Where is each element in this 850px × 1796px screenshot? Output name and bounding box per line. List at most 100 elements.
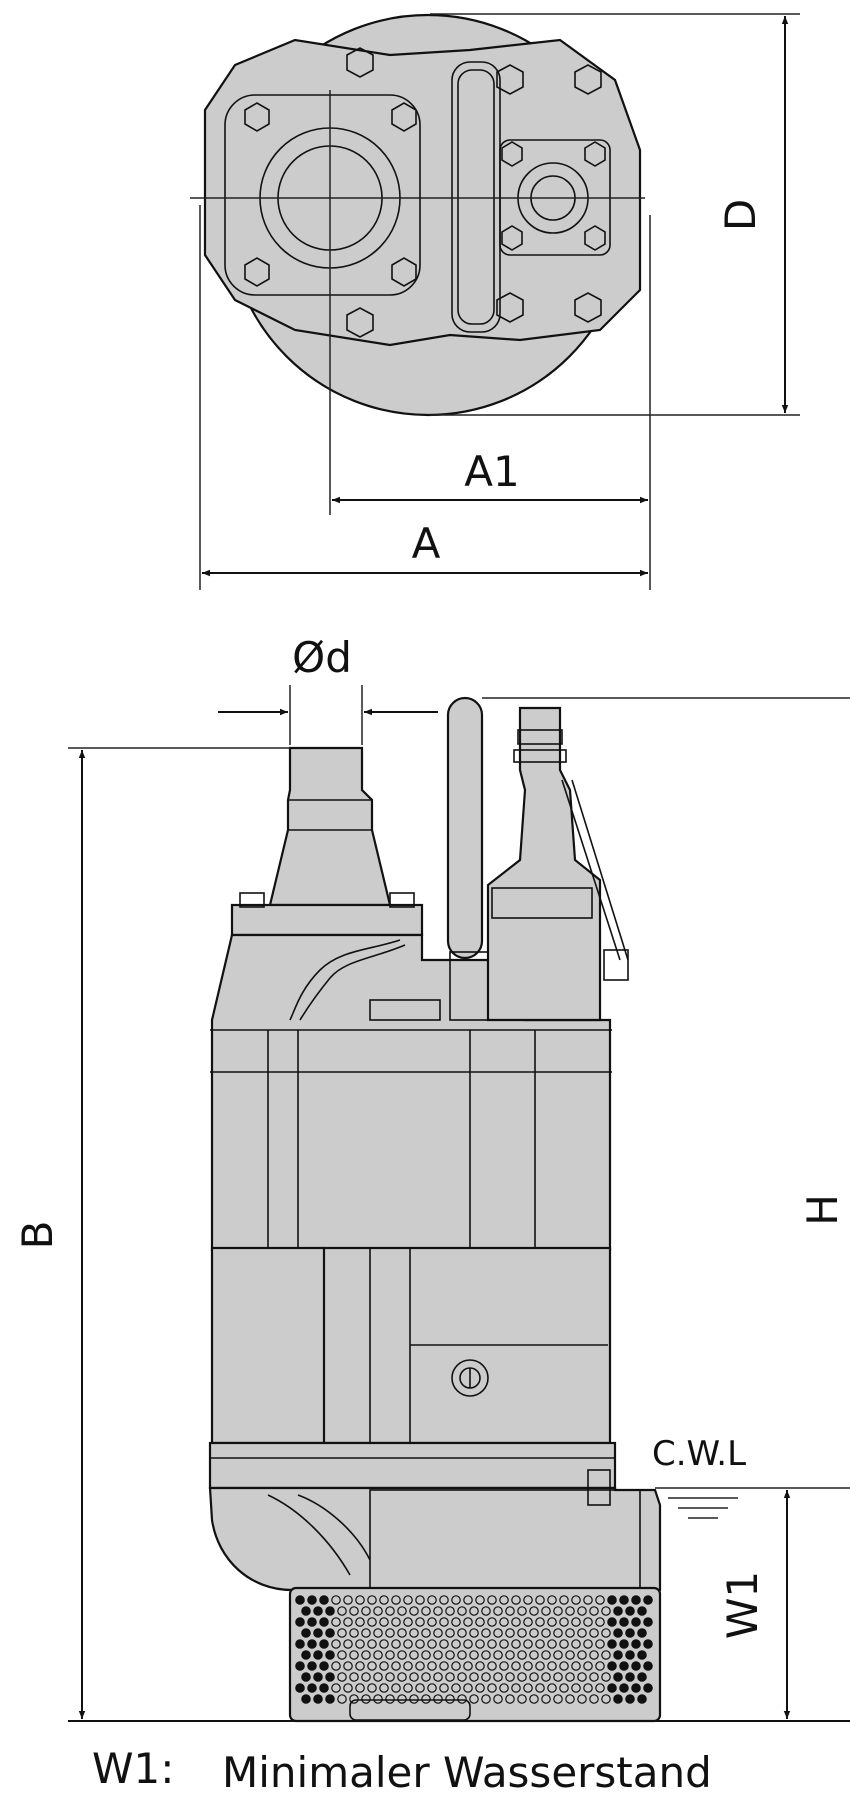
strainer-hole xyxy=(427,1639,437,1649)
strainer-hole xyxy=(571,1683,581,1693)
strainer-hole xyxy=(577,1606,587,1616)
strainer-hole xyxy=(319,1595,329,1605)
strainer-hole xyxy=(451,1683,461,1693)
strainer-hole xyxy=(313,1628,323,1638)
strainer-hole xyxy=(499,1683,509,1693)
strainer-hole xyxy=(523,1639,533,1649)
strainer-hole xyxy=(385,1672,395,1682)
strainer-hole xyxy=(463,1595,473,1605)
strainer-hole xyxy=(481,1672,491,1682)
strainer-hole xyxy=(619,1617,629,1627)
strainer-hole xyxy=(445,1694,455,1704)
strainer-hole xyxy=(445,1628,455,1638)
strainer-hole xyxy=(469,1672,479,1682)
strainer-hole xyxy=(403,1595,413,1605)
strainer-hole xyxy=(583,1639,593,1649)
strainer-hole xyxy=(523,1683,533,1693)
strainer-hole xyxy=(475,1661,485,1671)
strainer-hole xyxy=(637,1628,647,1638)
strainer-hole xyxy=(553,1650,563,1660)
strainer-hole xyxy=(427,1683,437,1693)
strainer-hole xyxy=(493,1672,503,1682)
strainer-hole xyxy=(505,1628,515,1638)
motor-plug-outer xyxy=(451,1359,489,1397)
strainer-hole xyxy=(535,1617,545,1627)
strainer-hole xyxy=(511,1617,521,1627)
strainer-hole xyxy=(307,1661,317,1671)
strainer-hole xyxy=(637,1672,647,1682)
strainer-hole xyxy=(613,1694,623,1704)
strainer-hole xyxy=(433,1606,443,1616)
strainer-hole xyxy=(457,1694,467,1704)
strainer-hole xyxy=(535,1595,545,1605)
strainer-hole xyxy=(361,1606,371,1616)
strainer-hole xyxy=(451,1661,461,1671)
strainer-hole xyxy=(331,1595,341,1605)
strainer-hole xyxy=(415,1683,425,1693)
strainer-hole xyxy=(607,1661,617,1671)
strainer-hole xyxy=(379,1683,389,1693)
strainer-hole xyxy=(571,1661,581,1671)
strainer-hole xyxy=(421,1672,431,1682)
strainer-hole xyxy=(499,1661,509,1671)
strainer-hole xyxy=(385,1628,395,1638)
strainer-hole xyxy=(577,1694,587,1704)
discharge-nozzle xyxy=(268,746,392,907)
strainer-hole xyxy=(505,1606,515,1616)
strainer-hole xyxy=(349,1672,359,1682)
strainer-hole xyxy=(445,1606,455,1616)
strainer-hole xyxy=(487,1617,497,1627)
strainer-hole xyxy=(481,1606,491,1616)
strainer-hole xyxy=(493,1606,503,1616)
strainer-hole xyxy=(523,1661,533,1671)
strainer-hole xyxy=(463,1661,473,1671)
strainer-hole xyxy=(625,1672,635,1682)
strainer-hole xyxy=(553,1694,563,1704)
strainer-hole xyxy=(307,1683,317,1693)
strainer-hole xyxy=(631,1683,641,1693)
strainer-hole xyxy=(529,1694,539,1704)
strainer-hole xyxy=(601,1628,611,1638)
strainer-hole xyxy=(487,1595,497,1605)
pump-housing-band xyxy=(208,1441,617,1490)
strainer-hole xyxy=(373,1694,383,1704)
strainer-hole xyxy=(625,1606,635,1616)
strainer-hole xyxy=(565,1628,575,1638)
strainer-hole xyxy=(577,1672,587,1682)
strainer-hole xyxy=(307,1595,317,1605)
strainer-hole xyxy=(625,1694,635,1704)
strainer-hole xyxy=(565,1606,575,1616)
side-view: Ød xyxy=(13,633,850,1723)
motor-casing-left xyxy=(210,1246,326,1445)
strainer-hole xyxy=(313,1694,323,1704)
strainer-hole xyxy=(469,1628,479,1638)
strainer-hole xyxy=(409,1672,419,1682)
strainer-hole xyxy=(631,1661,641,1671)
strainer-hole xyxy=(433,1694,443,1704)
strainer-hole xyxy=(553,1606,563,1616)
strainer-hole xyxy=(367,1617,377,1627)
strainer-hole xyxy=(397,1650,407,1660)
strainer-hole xyxy=(313,1606,323,1616)
strainer-hole xyxy=(541,1650,551,1660)
strainer-hole xyxy=(361,1628,371,1638)
strainer-hole xyxy=(373,1606,383,1616)
strainer-hole xyxy=(421,1650,431,1660)
strainer-hole xyxy=(571,1617,581,1627)
strainer-hole xyxy=(601,1606,611,1616)
strainer-hole xyxy=(445,1650,455,1660)
strainer-hole xyxy=(361,1694,371,1704)
strainer-hole xyxy=(463,1683,473,1693)
strainer-hole xyxy=(331,1639,341,1649)
strainer-hole xyxy=(307,1617,317,1627)
strainer-hole xyxy=(505,1672,515,1682)
strainer-hole xyxy=(319,1617,329,1627)
strainer-hole xyxy=(481,1628,491,1638)
strainer-hole xyxy=(625,1628,635,1638)
strainer-hole xyxy=(529,1650,539,1660)
strainer-hole xyxy=(619,1639,629,1649)
strainer-hole xyxy=(643,1617,653,1627)
strainer-hole xyxy=(343,1595,353,1605)
strainer-hole xyxy=(517,1672,527,1682)
strainer-hole xyxy=(325,1650,335,1660)
